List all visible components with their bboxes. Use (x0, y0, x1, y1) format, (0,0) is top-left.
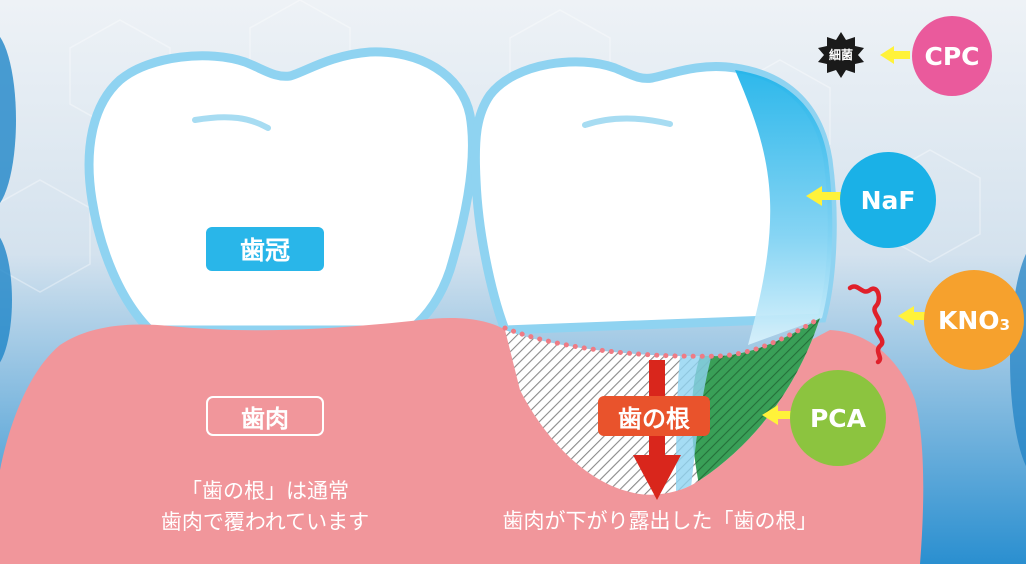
gum-label: 歯肉 (206, 396, 324, 436)
naf-coating (735, 70, 833, 345)
pca-bubble: PCA (790, 370, 886, 466)
root-label: 歯の根 (598, 396, 710, 436)
bacteria-icon (818, 32, 864, 78)
caption-left-line2: 歯肉で覆われています (160, 510, 370, 534)
caption-left: 「歯の根」は通常 歯肉で覆われています (130, 476, 400, 538)
pca-coating (691, 318, 820, 490)
gum-line (502, 315, 823, 359)
left-tooth (84, 47, 477, 335)
crown-label: 歯冠 (206, 227, 324, 271)
bacteria-label: 細菌 (828, 48, 853, 62)
caption-right: 歯肉が下がり露出した「歯の根」 (502, 509, 818, 533)
right-tooth (470, 57, 837, 335)
ingredient-arrows (762, 46, 928, 425)
naf-bubble: NaF (840, 152, 936, 248)
cpc-bubble: CPC (912, 16, 992, 96)
nerve-squiggle (847, 284, 885, 365)
caption-left-line1: 「歯の根」は通常 (181, 479, 349, 503)
